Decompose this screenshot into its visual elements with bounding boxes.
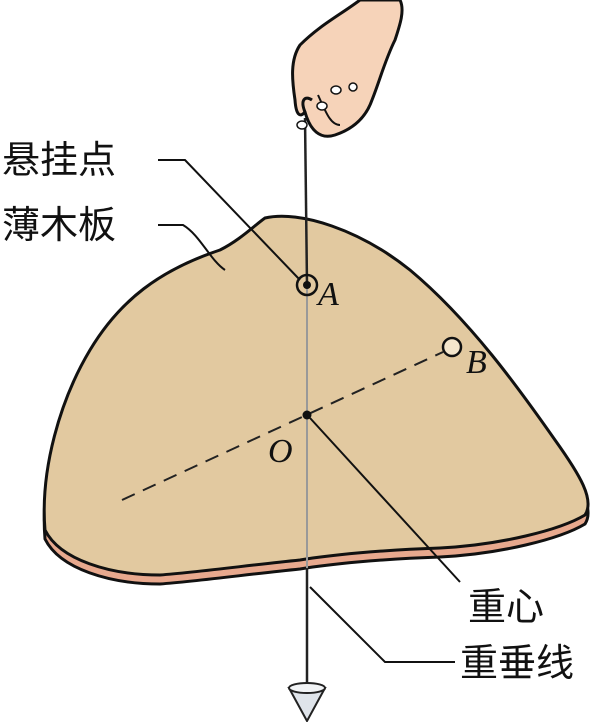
label-point-o: O [268, 433, 293, 470]
label-plumb-line: 重垂线 [460, 641, 574, 685]
hand-icon [291, 0, 404, 138]
label-point-a: A [316, 276, 339, 313]
string-top [303, 117, 309, 286]
board-face [42, 214, 590, 577]
label-point-b: B [466, 344, 487, 381]
point-b-marker [441, 336, 463, 358]
thin-board [42, 214, 590, 586]
label-center-of-gravity: 重心 [468, 585, 544, 629]
dashed-line-bo [121, 351, 444, 501]
label-thin-board: 薄木板 [2, 203, 116, 247]
plumb-bob [287, 682, 327, 722]
leader-lines [158, 159, 461, 663]
label-suspension-point: 悬挂点 [2, 138, 116, 182]
point-a-marker [295, 273, 319, 297]
point-o-marker [302, 410, 312, 420]
